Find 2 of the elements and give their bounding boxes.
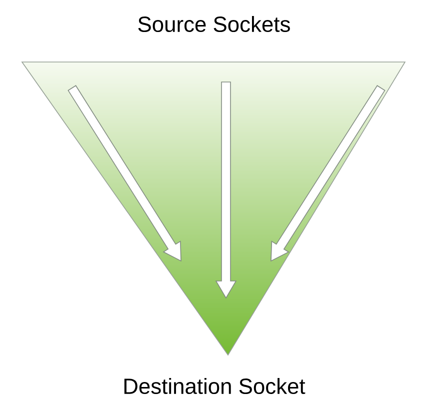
label: Source Sockets xyxy=(138,16,290,32)
label: Destination Socket xyxy=(124,378,306,394)
